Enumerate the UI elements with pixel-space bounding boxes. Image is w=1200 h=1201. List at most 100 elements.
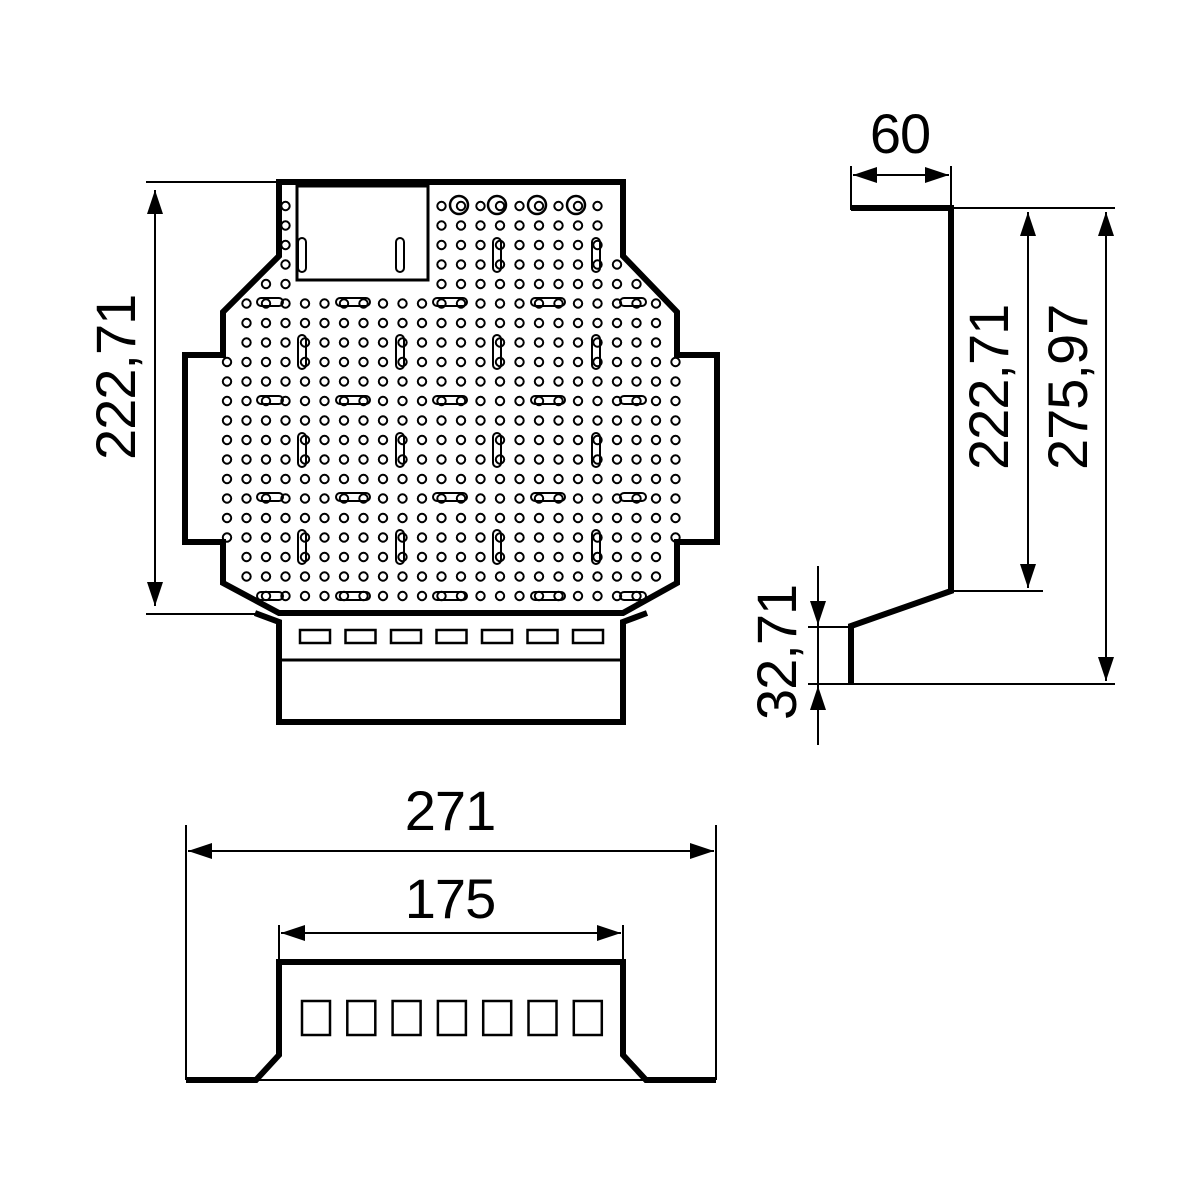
hole <box>475 298 486 309</box>
hole <box>533 434 545 446</box>
hole <box>592 376 603 387</box>
hole <box>358 337 369 348</box>
hole <box>221 415 233 426</box>
hole <box>221 473 233 485</box>
bottom-total-width-label: 271 <box>405 779 495 842</box>
hole <box>592 200 603 212</box>
slot <box>432 591 468 601</box>
hole <box>358 473 369 485</box>
hole <box>553 571 564 582</box>
hole <box>475 493 486 504</box>
hole <box>221 356 233 368</box>
hole <box>241 298 252 309</box>
hole <box>533 551 545 563</box>
hole <box>553 356 564 368</box>
hole <box>455 493 467 504</box>
hole <box>514 376 525 387</box>
hole <box>553 512 564 524</box>
hole <box>397 317 408 329</box>
hole <box>221 434 233 446</box>
hole <box>533 337 545 348</box>
hole <box>358 551 369 563</box>
hole <box>377 493 389 504</box>
side-inner-height-dimension: 222,71 <box>951 207 1115 592</box>
hole <box>260 590 272 602</box>
hole <box>358 317 369 329</box>
hole <box>436 454 447 465</box>
hole <box>514 239 525 251</box>
front-height-label: 222,71 <box>84 295 147 460</box>
hole <box>260 434 272 446</box>
hole <box>397 395 408 407</box>
hole <box>241 473 252 485</box>
hole <box>221 395 233 407</box>
hole <box>533 239 545 251</box>
hole <box>572 532 584 543</box>
hole <box>338 512 350 524</box>
slot <box>492 237 502 273</box>
hole <box>319 317 330 329</box>
hole <box>358 356 369 368</box>
hole <box>455 512 467 524</box>
hole <box>416 532 428 543</box>
hole <box>631 551 642 563</box>
hole <box>299 473 311 485</box>
hole <box>514 493 525 504</box>
hole <box>572 337 584 348</box>
front-slot <box>344 628 377 645</box>
hole <box>611 454 623 465</box>
hole <box>436 551 447 563</box>
slot <box>530 395 566 405</box>
hole <box>377 473 389 485</box>
hole <box>650 473 662 485</box>
hole <box>299 415 311 426</box>
slot <box>395 237 405 273</box>
hole <box>650 512 662 524</box>
hole <box>260 337 272 348</box>
slot <box>297 334 307 370</box>
hole <box>280 259 291 270</box>
hole <box>455 376 467 387</box>
hole <box>397 493 408 504</box>
hole <box>514 356 525 368</box>
hole <box>436 317 447 329</box>
hole <box>592 317 603 329</box>
hole <box>280 590 291 602</box>
hole <box>319 415 330 426</box>
hole <box>553 259 564 270</box>
hole <box>553 454 564 465</box>
hole <box>592 395 603 407</box>
hole <box>475 571 486 582</box>
hole <box>475 551 486 563</box>
large-hole <box>448 194 470 216</box>
hole <box>455 434 467 446</box>
hole <box>280 337 291 348</box>
slot <box>591 529 601 565</box>
hole <box>455 415 467 426</box>
front-slot <box>298 628 332 645</box>
hole <box>436 571 447 582</box>
hole <box>572 571 584 582</box>
side-flange-height-dimension: 32,71 <box>745 566 851 745</box>
hole <box>553 415 564 426</box>
hole <box>670 454 681 465</box>
hole <box>416 337 428 348</box>
hole <box>611 473 623 485</box>
hole <box>650 434 662 446</box>
hole <box>533 220 545 231</box>
hole <box>514 571 525 582</box>
slot <box>492 529 502 565</box>
hole <box>514 454 525 465</box>
hole <box>514 278 525 290</box>
hole <box>553 317 564 329</box>
hole <box>260 493 272 504</box>
hole <box>631 376 642 387</box>
hole <box>592 551 603 563</box>
hole <box>338 532 350 543</box>
hole <box>572 434 584 446</box>
hole <box>650 571 662 582</box>
hole <box>572 590 584 602</box>
hole <box>319 376 330 387</box>
large-hole <box>486 194 508 216</box>
slot <box>297 529 307 565</box>
